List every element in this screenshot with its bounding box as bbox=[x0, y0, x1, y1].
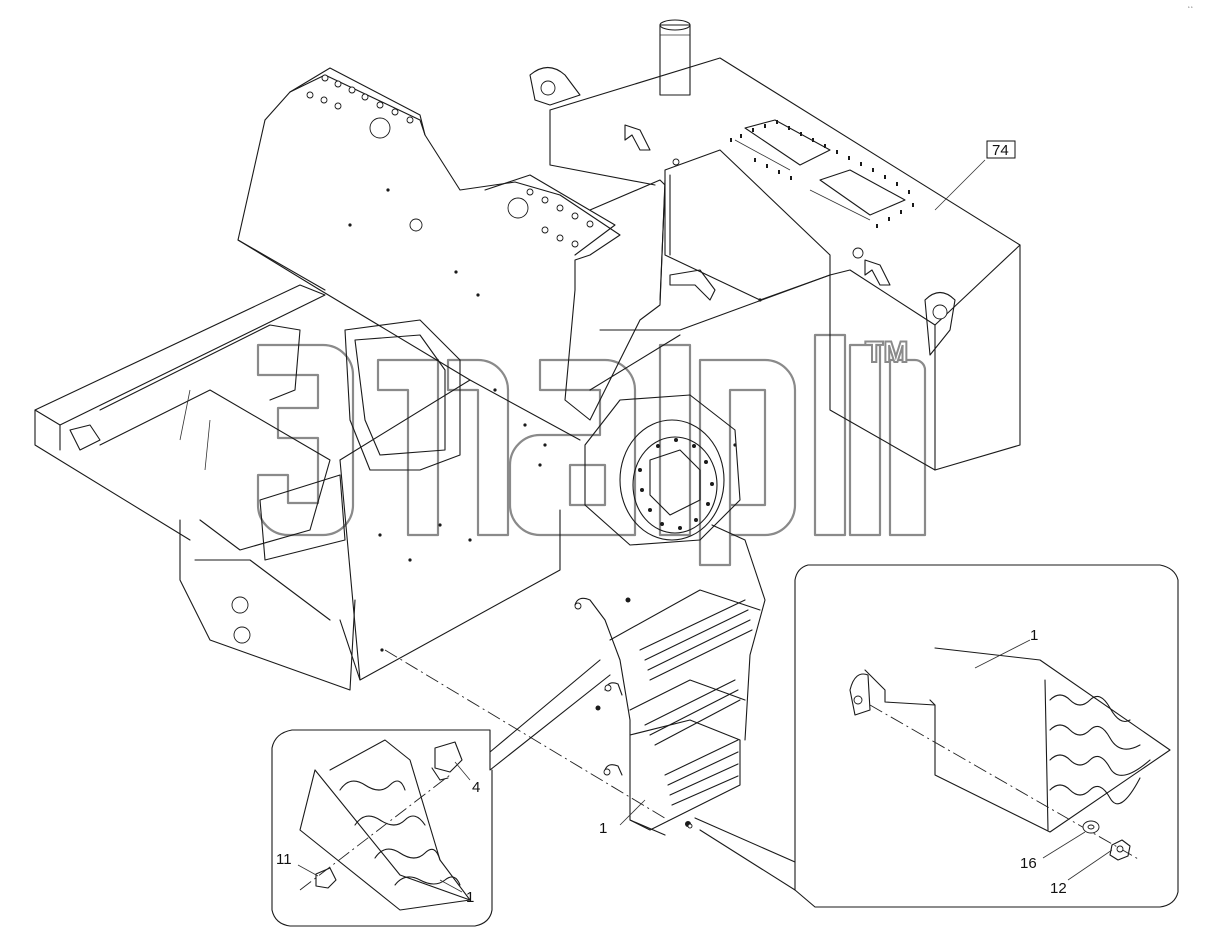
detail-bubble-right bbox=[694, 564, 1179, 908]
fuel-tank bbox=[529, 19, 1021, 471]
step-ladder bbox=[574, 524, 766, 836]
watermark-logo: TM bbox=[256, 333, 927, 567]
callout-16: 16 bbox=[1020, 855, 1037, 872]
callout-1-left-detail: 1 bbox=[466, 889, 474, 906]
detail-bubble-left bbox=[271, 659, 611, 927]
callout-1-right-detail: 1 bbox=[1030, 627, 1038, 644]
callout-4: 4 bbox=[472, 779, 480, 796]
leader-lines bbox=[297, 159, 1113, 893]
hatch-rivets bbox=[730, 120, 914, 228]
callout-74: 74 bbox=[992, 142, 1009, 159]
callout-11: 11 bbox=[276, 851, 292, 868]
slew-ring bbox=[584, 394, 741, 546]
corner-mark: ﾟﾟ bbox=[1188, 7, 1194, 14]
trademark-text: TM bbox=[865, 336, 908, 369]
callout-74-box bbox=[986, 140, 1016, 159]
main-frame bbox=[237, 67, 831, 681]
frame-top-holes bbox=[306, 74, 594, 248]
callout-1-main: 1 bbox=[599, 820, 607, 837]
ring-bolts bbox=[638, 438, 714, 530]
rear-frame bbox=[34, 284, 461, 691]
callouts: 74 1 1 16 12 4 11 1 bbox=[276, 140, 1067, 906]
callout-12: 12 bbox=[1050, 880, 1067, 897]
assembly-centerline bbox=[384, 649, 669, 821]
